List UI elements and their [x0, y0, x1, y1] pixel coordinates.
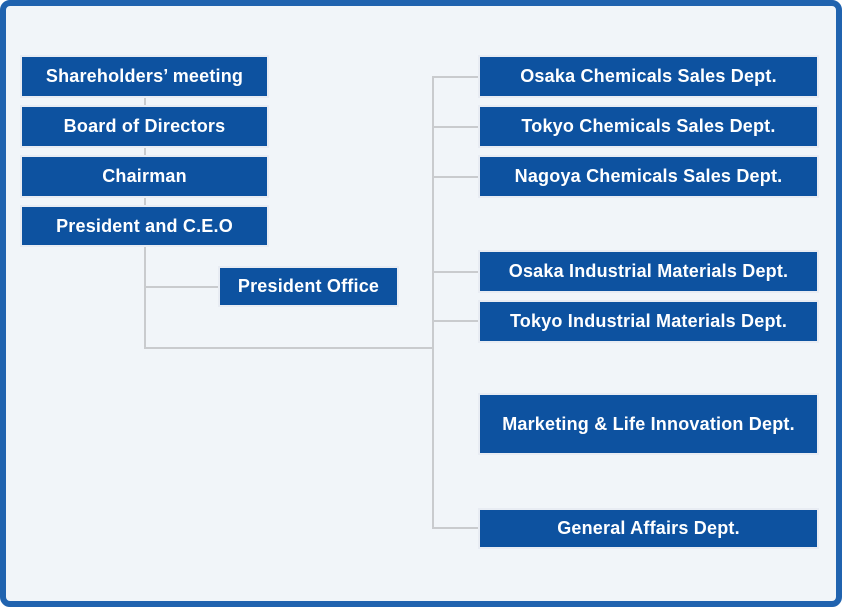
org-box-shareholders-meeting: Shareholders’ meeting — [20, 55, 269, 98]
branch-line-tokyo-chemicals — [432, 126, 480, 128]
org-box-president-office: President Office — [218, 266, 399, 307]
org-box-board-of-directors: Board of Directors — [20, 105, 269, 148]
org-box-nagoya-chemicals-sales: Nagoya Chemicals Sales Dept. — [478, 155, 819, 198]
ceo-to-departments-line — [144, 347, 434, 349]
branch-line-osaka-chemicals — [432, 76, 480, 78]
org-box-chairman: Chairman — [20, 155, 269, 198]
branch-line-tokyo-industrial — [432, 320, 480, 322]
org-box-president-ceo: President and C.E.O — [20, 205, 269, 247]
branch-line-general-affairs — [432, 527, 480, 529]
department-spine-line — [432, 76, 434, 529]
org-box-tokyo-industrial-materials: Tokyo Industrial Materials Dept. — [478, 300, 819, 343]
branch-line-osaka-industrial — [432, 271, 480, 273]
branch-line-nagoya-chemicals — [432, 176, 480, 178]
president-office-branch-line — [145, 286, 221, 288]
org-box-general-affairs: General Affairs Dept. — [478, 508, 819, 549]
org-box-osaka-industrial-materials: Osaka Industrial Materials Dept. — [478, 250, 819, 293]
org-box-osaka-chemicals-sales: Osaka Chemicals Sales Dept. — [478, 55, 819, 98]
org-box-marketing-life-innovation: Marketing & Life Innovation Dept. — [478, 393, 819, 455]
org-box-tokyo-chemicals-sales: Tokyo Chemicals Sales Dept. — [478, 105, 819, 148]
